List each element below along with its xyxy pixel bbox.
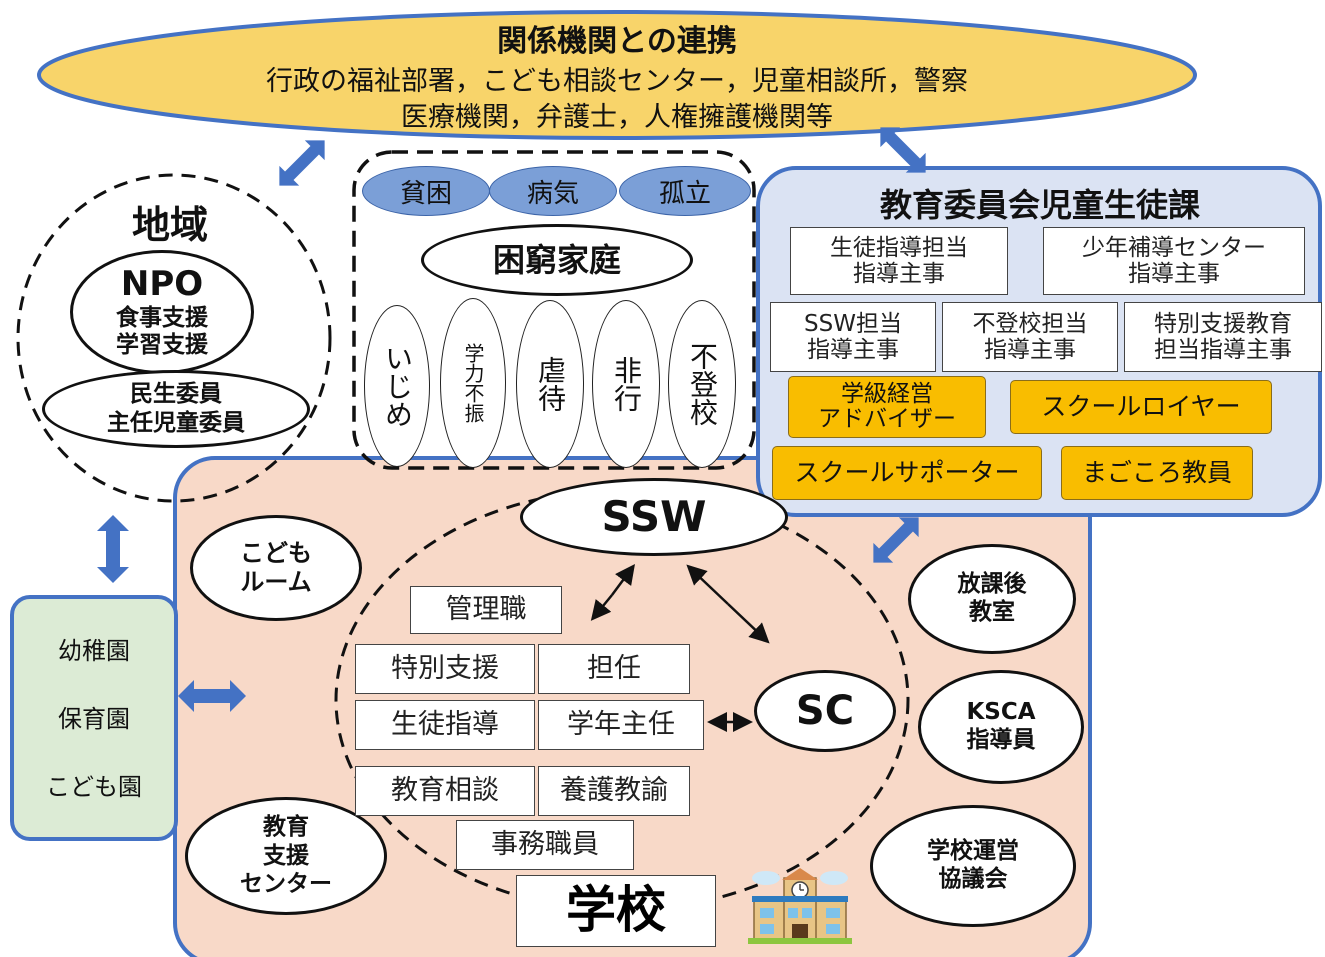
double-arrow-board-school: [873, 517, 919, 563]
issue-abuse: 虐待: [516, 300, 584, 468]
preschool-nursery: 保育園: [58, 704, 130, 733]
kodomo-room-ellipse: こどもルーム: [190, 515, 362, 621]
ssw-ellipse: SSW: [520, 478, 788, 556]
support-center-ellipse: 教育支援センター: [185, 797, 387, 915]
staff-clerical: 事務職員: [456, 820, 634, 870]
staff-school-nurse: 養護教諭: [538, 766, 690, 816]
issue-bullying: いじめ: [364, 305, 430, 467]
issue-illness: 病気: [489, 166, 617, 216]
npo-name: NPO: [120, 264, 204, 304]
preschool-kindergarten: 幼稚園: [58, 636, 130, 665]
board-title: 教育委員会児童生徒課: [879, 186, 1200, 224]
staff-admin: 管理職: [410, 586, 562, 634]
npo-line1: 食事支援: [116, 304, 208, 331]
staff-counseling: 教育相談: [355, 766, 535, 816]
commissioner-line1: 民生委員: [130, 381, 222, 408]
double-arrow-agencies-board: [880, 127, 926, 173]
community-dashed-circle: [16, 173, 332, 503]
preschool-region: [10, 595, 178, 841]
afterschool-ellipse: 放課後教室: [908, 544, 1076, 654]
sc-ellipse: SC: [754, 670, 896, 752]
staff-special-support: 特別支援: [355, 644, 535, 694]
issue-delinquency: 非行: [592, 300, 660, 468]
arrow-ssw-admin-a: [610, 563, 635, 596]
council-ellipse: 学校運営協議会: [870, 805, 1076, 927]
school-building-icon: [748, 864, 852, 944]
board-box-special: 特別支援教育担当指導主事: [1124, 302, 1322, 372]
issue-poverty: 貧困: [362, 166, 490, 216]
arrow-ssw-sc-a: [686, 564, 729, 605]
board-box-ssw: SSW担当指導主事: [770, 302, 936, 372]
double-arrow-preschool-school: [178, 680, 246, 712]
staff-student-guidance: 生徒指導: [355, 700, 535, 750]
staff-magokoro-teacher: まごころ教員: [1061, 446, 1253, 500]
staff-school-supporter: スクールサポーター: [772, 446, 1042, 500]
issues-dashed-box: [352, 150, 756, 470]
commissioner-ellipse: 民生委員 主任児童委員: [42, 370, 310, 448]
commissioner-line2: 主任児童委員: [107, 410, 245, 436]
arrow-ssw-sc-b: [727, 603, 770, 644]
arrow-ssw-admin-b: [590, 594, 613, 621]
agencies-line1: 行政の福祉部署，こども相談センター，児童相談所，警察: [266, 65, 968, 97]
double-arrow-agencies-community: [279, 140, 325, 186]
staff-school-lawyer: スクールロイヤー: [1010, 380, 1272, 434]
community-title: 地域: [131, 202, 208, 247]
agencies-line2: 医療機関，弁護士，人権擁護機関等: [401, 101, 833, 133]
board-box-guidance: 生徒指導担当指導主事: [790, 227, 1008, 295]
npo-line2: 学習支援: [116, 332, 208, 359]
agencies-ellipse: [37, 10, 1197, 140]
issue-truancy: 不登校: [668, 300, 736, 468]
staff-class-advisor: 学級経営アドバイザー: [788, 376, 986, 438]
issue-academic: 学力不振: [440, 298, 506, 468]
board-box-juvenile: 少年補導センター指導主事: [1043, 227, 1305, 295]
struggling-family-ellipse: 困窮家庭: [421, 224, 693, 296]
npo-ellipse: NPO 食事支援 学習支援: [70, 250, 254, 374]
double-arrow-community-preschool: [97, 515, 129, 583]
preschool-kodomoen: こども園: [46, 772, 142, 801]
school-label: 学校: [516, 875, 716, 947]
agencies-title: 関係機関との連携: [497, 24, 737, 59]
staff-homeroom: 担任: [538, 644, 690, 694]
staff-grade-head: 学年主任: [538, 700, 704, 750]
issue-isolation: 孤立: [619, 166, 751, 216]
board-box-truancy: 不登校担当指導主事: [942, 302, 1118, 372]
